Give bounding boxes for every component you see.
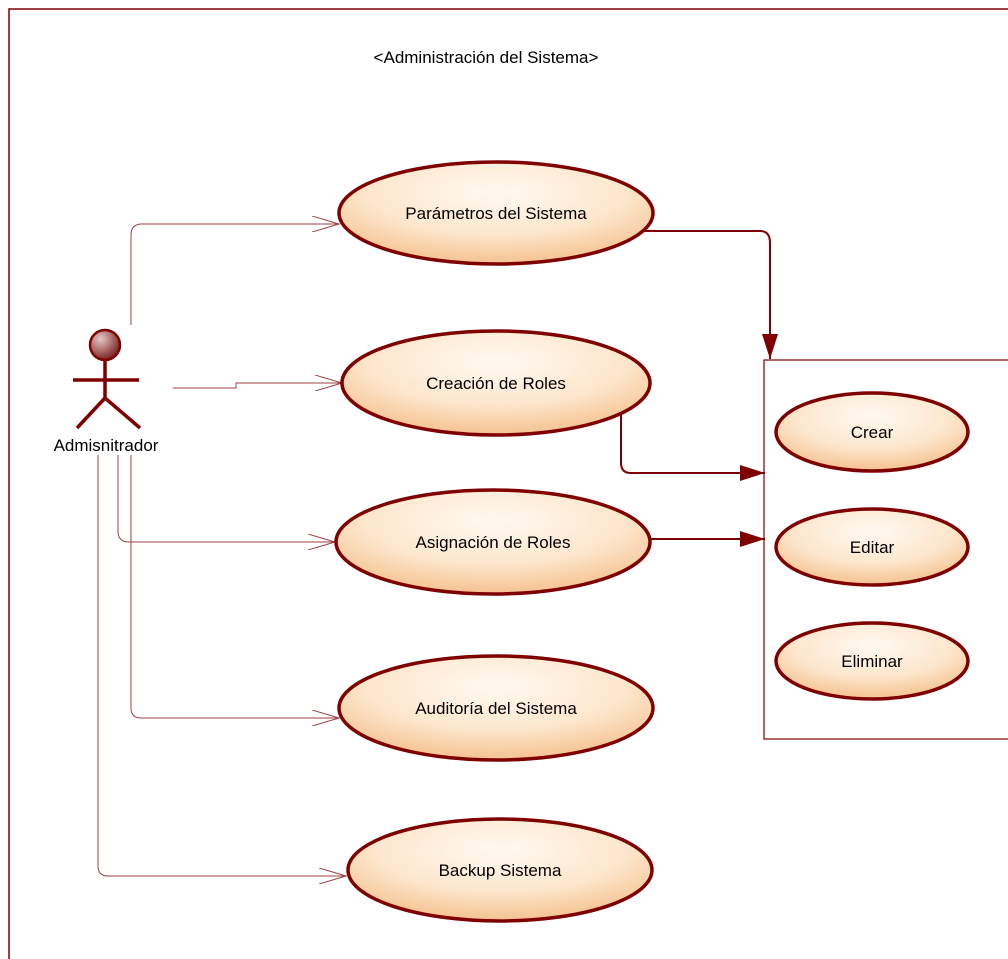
relation-creacion-package [620, 413, 765, 481]
use-case-label: Parámetros del Sistema [405, 204, 587, 223]
actor-label: Admisnitrador [54, 436, 159, 455]
sub-use-case-ellipse [774, 621, 970, 701]
association-parametros [130, 224, 339, 325]
actor-head-icon [88, 328, 122, 362]
use-case-label: Backup Sistema [439, 861, 562, 880]
sub-use-case-eliminar[interactable]: Eliminar [774, 621, 970, 701]
sub-use-case-ellipse [774, 391, 970, 473]
use-case-ellipse [346, 817, 654, 923]
use-case-ellipse [340, 329, 652, 437]
relation-parametros-package [643, 230, 778, 359]
association-backup [97, 455, 346, 876]
package-relations [620, 230, 778, 547]
use-case-label: Creación de Roles [426, 374, 566, 393]
diagram-title: <Administración del Sistema> [374, 48, 599, 67]
use-case-label: Asignación de Roles [416, 533, 571, 552]
use-case-ellipse [337, 160, 655, 266]
use-case-auditoria[interactable]: Auditoría del Sistema [337, 654, 655, 762]
use-case-backup[interactable]: Backup Sistema [346, 817, 654, 923]
actor-body-icon [73, 360, 142, 430]
sub-use-case-label: Crear [851, 423, 894, 442]
sub-use-case-ellipse [774, 507, 970, 587]
use-case-asignacion[interactable]: Asignación de Roles [334, 488, 652, 596]
association-creacion [173, 383, 342, 388]
sub-use-case-editar[interactable]: Editar [774, 507, 970, 587]
use-case-label: Auditoría del Sistema [415, 699, 577, 718]
sub-use-case-crear[interactable]: Crear [774, 391, 970, 473]
actor-associations [97, 224, 346, 876]
sub-use-case-label: Eliminar [841, 652, 903, 671]
association-asignacion [117, 455, 335, 542]
use-case-creacion[interactable]: Creación de Roles [340, 329, 652, 437]
use-case-parametros[interactable]: Parámetros del Sistema [337, 160, 655, 266]
system-boundary [8, 8, 1008, 959]
use-case-ellipse [337, 654, 655, 762]
sub-use-case-label: Editar [850, 538, 895, 557]
association-auditoria [130, 455, 339, 718]
actor-administrador[interactable]: Admisnitrador [54, 328, 159, 455]
use-case-ellipse [334, 488, 652, 596]
